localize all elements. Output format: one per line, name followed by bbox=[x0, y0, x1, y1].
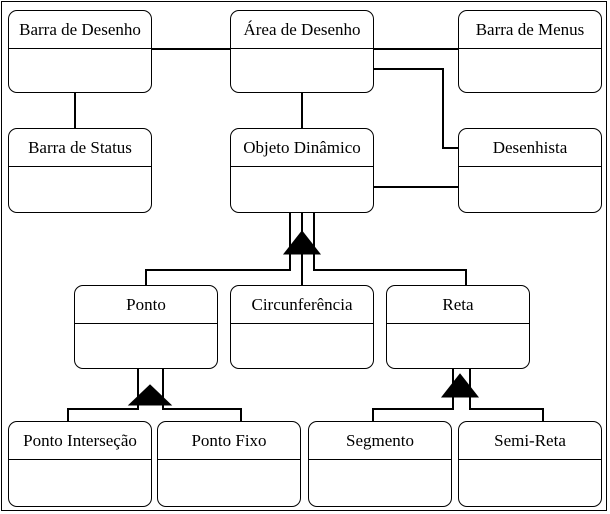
class-ponto-fixo: Ponto Fixo bbox=[157, 421, 301, 507]
gen-reta bbox=[313, 213, 467, 285]
gen-segmento bbox=[372, 369, 454, 421]
class-title: Barra de Desenho bbox=[9, 11, 151, 49]
gen-ponto-intersecao bbox=[67, 369, 139, 421]
class-title: Objeto Dinâmico bbox=[231, 129, 373, 167]
class-ponto: Ponto bbox=[74, 285, 218, 369]
gen-semi-reta bbox=[469, 369, 544, 421]
class-title: Circunferência bbox=[231, 286, 373, 324]
class-circunferencia: Circunferência bbox=[230, 285, 374, 369]
class-ponto-intersecao: Ponto Interseção bbox=[8, 421, 152, 507]
class-area-de-desenho: Área de Desenho bbox=[230, 10, 374, 93]
class-semi-reta: Semi-Reta bbox=[458, 421, 602, 507]
class-title: Barra de Status bbox=[9, 129, 151, 167]
class-title: Reta bbox=[387, 286, 529, 324]
inheritance-arrow-objeto bbox=[282, 230, 322, 255]
class-title: Barra de Menus bbox=[459, 11, 601, 49]
class-title: Ponto Interseção bbox=[9, 422, 151, 460]
inheritance-arrow-ponto bbox=[127, 384, 173, 406]
class-desenhista: Desenhista bbox=[458, 128, 602, 213]
class-barra-de-menus: Barra de Menus bbox=[458, 10, 602, 93]
gen-ponto bbox=[145, 213, 291, 285]
gen-ponto-fixo bbox=[162, 369, 242, 421]
class-segmento: Segmento bbox=[308, 421, 452, 507]
assoc-area-desenhista bbox=[374, 68, 458, 149]
inheritance-arrow-reta bbox=[440, 373, 480, 398]
class-reta: Reta bbox=[386, 285, 530, 369]
class-title: Segmento bbox=[309, 422, 451, 460]
class-barra-de-desenho: Barra de Desenho bbox=[8, 10, 152, 93]
class-title: Ponto bbox=[75, 286, 217, 324]
class-barra-de-status: Barra de Status bbox=[8, 128, 152, 213]
class-objeto-dinamico: Objeto Dinâmico bbox=[230, 128, 374, 213]
class-title: Ponto Fixo bbox=[158, 422, 300, 460]
class-title: Desenhista bbox=[459, 129, 601, 167]
class-title: Semi-Reta bbox=[459, 422, 601, 460]
class-title: Área de Desenho bbox=[231, 11, 373, 49]
